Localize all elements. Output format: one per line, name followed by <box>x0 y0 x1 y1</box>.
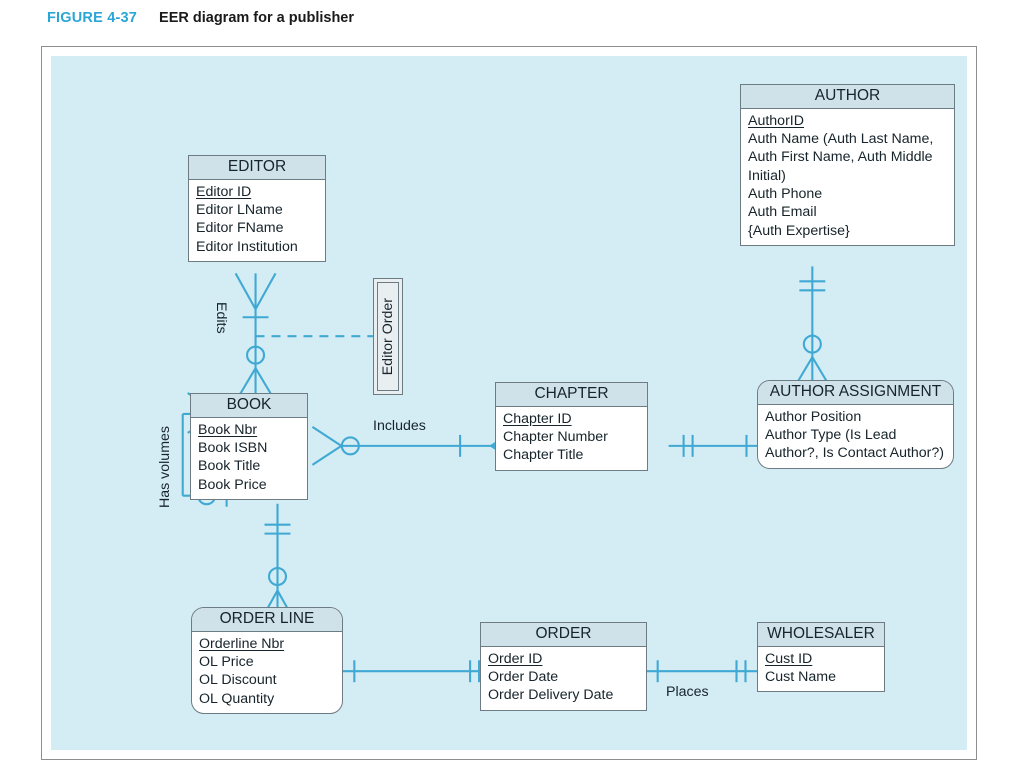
relationship-label-edits: Edits <box>213 302 229 334</box>
entity-order-line-attributes: Orderline Nbr OL Price OL Discount OL Qu… <box>192 632 342 713</box>
attribute-author-position: Author Position <box>765 408 862 425</box>
attribute-book-title: Book Title <box>198 458 261 475</box>
entity-wholesaler[interactable]: WHOLESALER Cust ID Cust Name <box>757 622 885 693</box>
attribute-ol-quantity: OL Quantity <box>199 690 275 707</box>
author-assignment-circle <box>802 334 822 354</box>
attribute-order-id: Order ID <box>488 650 543 667</box>
figure-title: EER diagram for a publisher <box>159 10 355 26</box>
attribute-auth-name: Auth Name (Auth Last Name, Auth First Na… <box>748 131 934 184</box>
entity-order-line-title: ORDER LINE <box>192 608 342 632</box>
attribute-editor-id: Editor ID <box>196 183 252 200</box>
edits-crowsfoot-editor-left <box>234 272 257 310</box>
attribute-auth-phone: Auth Phone <box>748 186 823 203</box>
attribute-order-date: Order Date <box>488 669 559 686</box>
attribute-book-price: Book Price <box>198 476 267 493</box>
entity-author-assignment-title: AUTHOR ASSIGNMENT <box>758 381 953 405</box>
entity-book-title: BOOK <box>191 394 307 418</box>
attribute-auth-email: Auth Email <box>748 204 817 221</box>
attribute-ol-price: OL Price <box>199 654 254 671</box>
edits-crowsfoot-editor-right <box>254 272 277 310</box>
attribute-chapter-number: Chapter Number <box>503 429 608 446</box>
entity-order-title: ORDER <box>481 623 646 647</box>
attribute-chapter-title: Chapter Title <box>503 447 584 464</box>
entity-editor-attributes: Editor ID Editor LName Editor FName Edit… <box>189 180 325 261</box>
entity-author-title: AUTHOR <box>741 85 954 109</box>
attribute-box-editor-order-label: Editor Order <box>380 297 396 376</box>
attribute-book-isbn: Book ISBN <box>198 440 268 457</box>
entity-editor[interactable]: EDITOR Editor ID Editor LName Editor FNa… <box>188 155 326 263</box>
entity-wholesaler-attributes: Cust ID Cust Name <box>758 647 884 692</box>
figure-caption: FIGURE 4-37 EER diagram for a publisher <box>47 10 354 26</box>
diagram-canvas: AUTHOR AuthorID Auth Name (Auth Last Nam… <box>51 56 967 750</box>
attribute-order-delivery-date: Order Delivery Date <box>488 687 614 704</box>
attribute-box-editor-order-inner: Editor Order <box>377 282 399 391</box>
attribute-box-editor-order[interactable]: Editor Order <box>373 278 403 395</box>
entity-chapter[interactable]: CHAPTER Chapter ID Chapter Number Chapte… <box>495 382 648 471</box>
attribute-editor-institution: Editor Institution <box>196 238 298 255</box>
relationship-label-places: Places <box>666 684 709 700</box>
book-orderline-circle <box>267 566 288 587</box>
attribute-auth-expertise: {Auth Expertise} <box>748 222 850 239</box>
figure-number: FIGURE 4-37 <box>47 10 138 26</box>
attribute-cust-id: Cust ID <box>765 650 813 667</box>
includes-crowsfoot-book-b <box>311 445 342 466</box>
diagram-frame: AUTHOR AuthorID Auth Name (Auth Last Nam… <box>41 46 977 760</box>
attribute-editor-lname: Editor LName <box>196 202 283 219</box>
attribute-chapter-id: Chapter ID <box>503 410 572 427</box>
entity-editor-title: EDITOR <box>189 156 325 180</box>
attribute-author-type: Author Type (Is Lead Author?, Is Contact… <box>765 427 945 462</box>
entity-book[interactable]: BOOK Book Nbr Book ISBN Book Title Book … <box>190 393 308 501</box>
entity-author[interactable]: AUTHOR AuthorID Auth Name (Auth Last Nam… <box>740 84 955 246</box>
entity-author-assignment[interactable]: AUTHOR ASSIGNMENT Author Position Author… <box>757 380 954 469</box>
relationship-label-has-volumes: Has volumes <box>157 425 173 508</box>
attribute-ol-discount: OL Discount <box>199 672 277 689</box>
entity-book-attributes: Book Nbr Book ISBN Book Title Book Price <box>191 418 307 499</box>
entity-order-line[interactable]: ORDER LINE Orderline Nbr OL Price OL Dis… <box>191 607 343 715</box>
attribute-orderline-nbr: Orderline Nbr <box>199 635 285 652</box>
includes-crowsfoot-book-a <box>311 426 342 447</box>
attribute-cust-name: Cust Name <box>765 669 836 686</box>
entity-order-attributes: Order ID Order Date Order Delivery Date <box>481 647 646 710</box>
entity-author-attributes: AuthorID Auth Name (Auth Last Name, Auth… <box>741 109 954 245</box>
entity-author-assignment-attributes: Author Position Author Type (Is Lead Aut… <box>758 405 953 468</box>
relationship-label-includes: Includes <box>373 418 426 434</box>
attribute-authorid: AuthorID <box>748 112 804 129</box>
entity-wholesaler-title: WHOLESALER <box>758 623 884 647</box>
attribute-book-nbr: Book Nbr <box>198 421 258 438</box>
entity-chapter-attributes: Chapter ID Chapter Number Chapter Title <box>496 407 647 470</box>
edits-circle-book <box>246 345 266 365</box>
attribute-editor-fname: Editor FName <box>196 220 284 237</box>
entity-order[interactable]: ORDER Order ID Order Date Order Delivery… <box>480 622 647 711</box>
entity-chapter-title: CHAPTER <box>496 383 647 407</box>
includes-circle-book <box>340 436 360 456</box>
